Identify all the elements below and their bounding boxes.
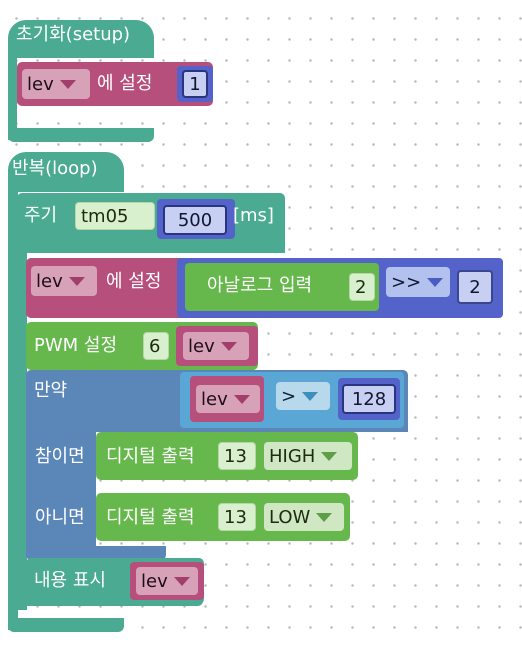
loop-block[interactable]: 반복(loop) — [8, 152, 124, 192]
loop-set-label: 에 설정 — [106, 271, 162, 292]
loop-set-var-block[interactable]: lev 에 설정 — [26, 258, 188, 318]
else-label: 아니면 — [35, 507, 85, 528]
digital-low-pin-field[interactable]: 13 — [218, 503, 256, 531]
if-label: 만약 — [34, 380, 68, 401]
chevron-down-icon — [220, 341, 237, 351]
compare-block[interactable]: lev > 128 — [180, 372, 404, 428]
setup-foot — [8, 128, 154, 142]
pwm-var-block[interactable]: lev — [176, 326, 258, 366]
period-block[interactable]: 주기 tm05 500 [ms] — [17, 193, 285, 253]
chevron-down-icon — [68, 276, 85, 286]
setup-var-name: lev — [27, 73, 54, 95]
display-var-block[interactable]: lev — [130, 562, 204, 600]
pwm-block[interactable]: PWM 설정 6 lev — [26, 322, 258, 370]
chevron-down-icon — [173, 576, 190, 586]
setup-hat — [8, 20, 154, 58]
period-unit: [ms] — [233, 205, 274, 226]
setup-number-block[interactable]: 1 — [177, 66, 213, 102]
compare-op-dropdown[interactable]: > — [276, 382, 330, 410]
period-left-arm — [17, 250, 27, 610]
shift-number-block[interactable]: 2 — [453, 264, 497, 310]
chevron-down-icon — [427, 277, 444, 287]
chevron-down-icon — [302, 391, 319, 401]
setup-left-arm — [8, 58, 17, 140]
setup-set-var-block[interactable]: lev 에 설정 1 — [17, 62, 213, 106]
chevron-down-icon — [59, 79, 76, 89]
if-foot — [26, 546, 166, 560]
compare-var-block[interactable]: lev — [190, 376, 264, 422]
digital-high-level-dropdown[interactable]: HIGH — [264, 442, 352, 470]
setup-var-dropdown[interactable]: lev — [22, 69, 90, 99]
display-label: 내용 표시 — [34, 570, 106, 591]
pwm-var-dropdown[interactable]: lev — [183, 332, 249, 360]
compare-var-dropdown[interactable]: lev — [196, 385, 260, 413]
digital-write-high-block[interactable]: 디지털 출력 13 HIGH — [96, 432, 358, 480]
digital-write-high-label: 디지털 출력 — [106, 446, 195, 467]
period-value-field[interactable]: 500 — [163, 205, 227, 235]
digital-write-low-label: 디지털 출력 — [106, 507, 195, 528]
loop-hat-label: 반복(loop) — [12, 158, 98, 179]
setup-value-field[interactable]: 1 — [182, 70, 208, 98]
display-block[interactable]: 내용 표시 lev — [26, 558, 204, 604]
display-var-dropdown[interactable]: lev — [136, 567, 198, 595]
chevron-down-icon — [321, 451, 338, 461]
timer-field[interactable]: tm05 — [75, 202, 155, 230]
pwm-pin-field[interactable]: 6 — [143, 332, 169, 360]
setup-block[interactable]: 초기화(setup) — [8, 20, 154, 142]
period-label: 주기 — [24, 205, 58, 226]
setup-hat-label: 초기화(setup) — [16, 24, 131, 45]
compare-value-field[interactable]: 128 — [342, 384, 396, 414]
period-number-block[interactable]: 500 — [157, 199, 235, 239]
digital-write-low-block[interactable]: 디지털 출력 13 LOW — [96, 493, 350, 541]
analog-read-label: 아날로그 입력 — [207, 275, 313, 296]
compare-number-block[interactable]: 128 — [338, 378, 400, 420]
loop-foot — [8, 618, 124, 632]
analog-read-block[interactable]: 아날로그 입력 2 — [185, 263, 379, 311]
digital-high-pin-field[interactable]: 13 — [218, 442, 256, 470]
chevron-down-icon — [316, 512, 333, 522]
chevron-down-icon — [233, 394, 250, 404]
then-label: 참이면 — [35, 446, 85, 467]
shift-value-field[interactable]: 2 — [457, 270, 493, 304]
pwm-label: PWM 설정 — [34, 335, 118, 356]
analog-pin-field[interactable]: 2 — [349, 273, 375, 301]
shift-operator-block[interactable]: 아날로그 입력 2 >> 2 — [177, 258, 503, 318]
digital-low-level-dropdown[interactable]: LOW — [264, 503, 344, 531]
setup-set-label: 에 설정 — [97, 73, 153, 94]
loop-var-dropdown[interactable]: lev — [31, 266, 97, 296]
if-left-arm — [26, 430, 96, 556]
shift-op-dropdown[interactable]: >> — [386, 267, 450, 297]
loop-left-arm — [8, 190, 18, 630]
